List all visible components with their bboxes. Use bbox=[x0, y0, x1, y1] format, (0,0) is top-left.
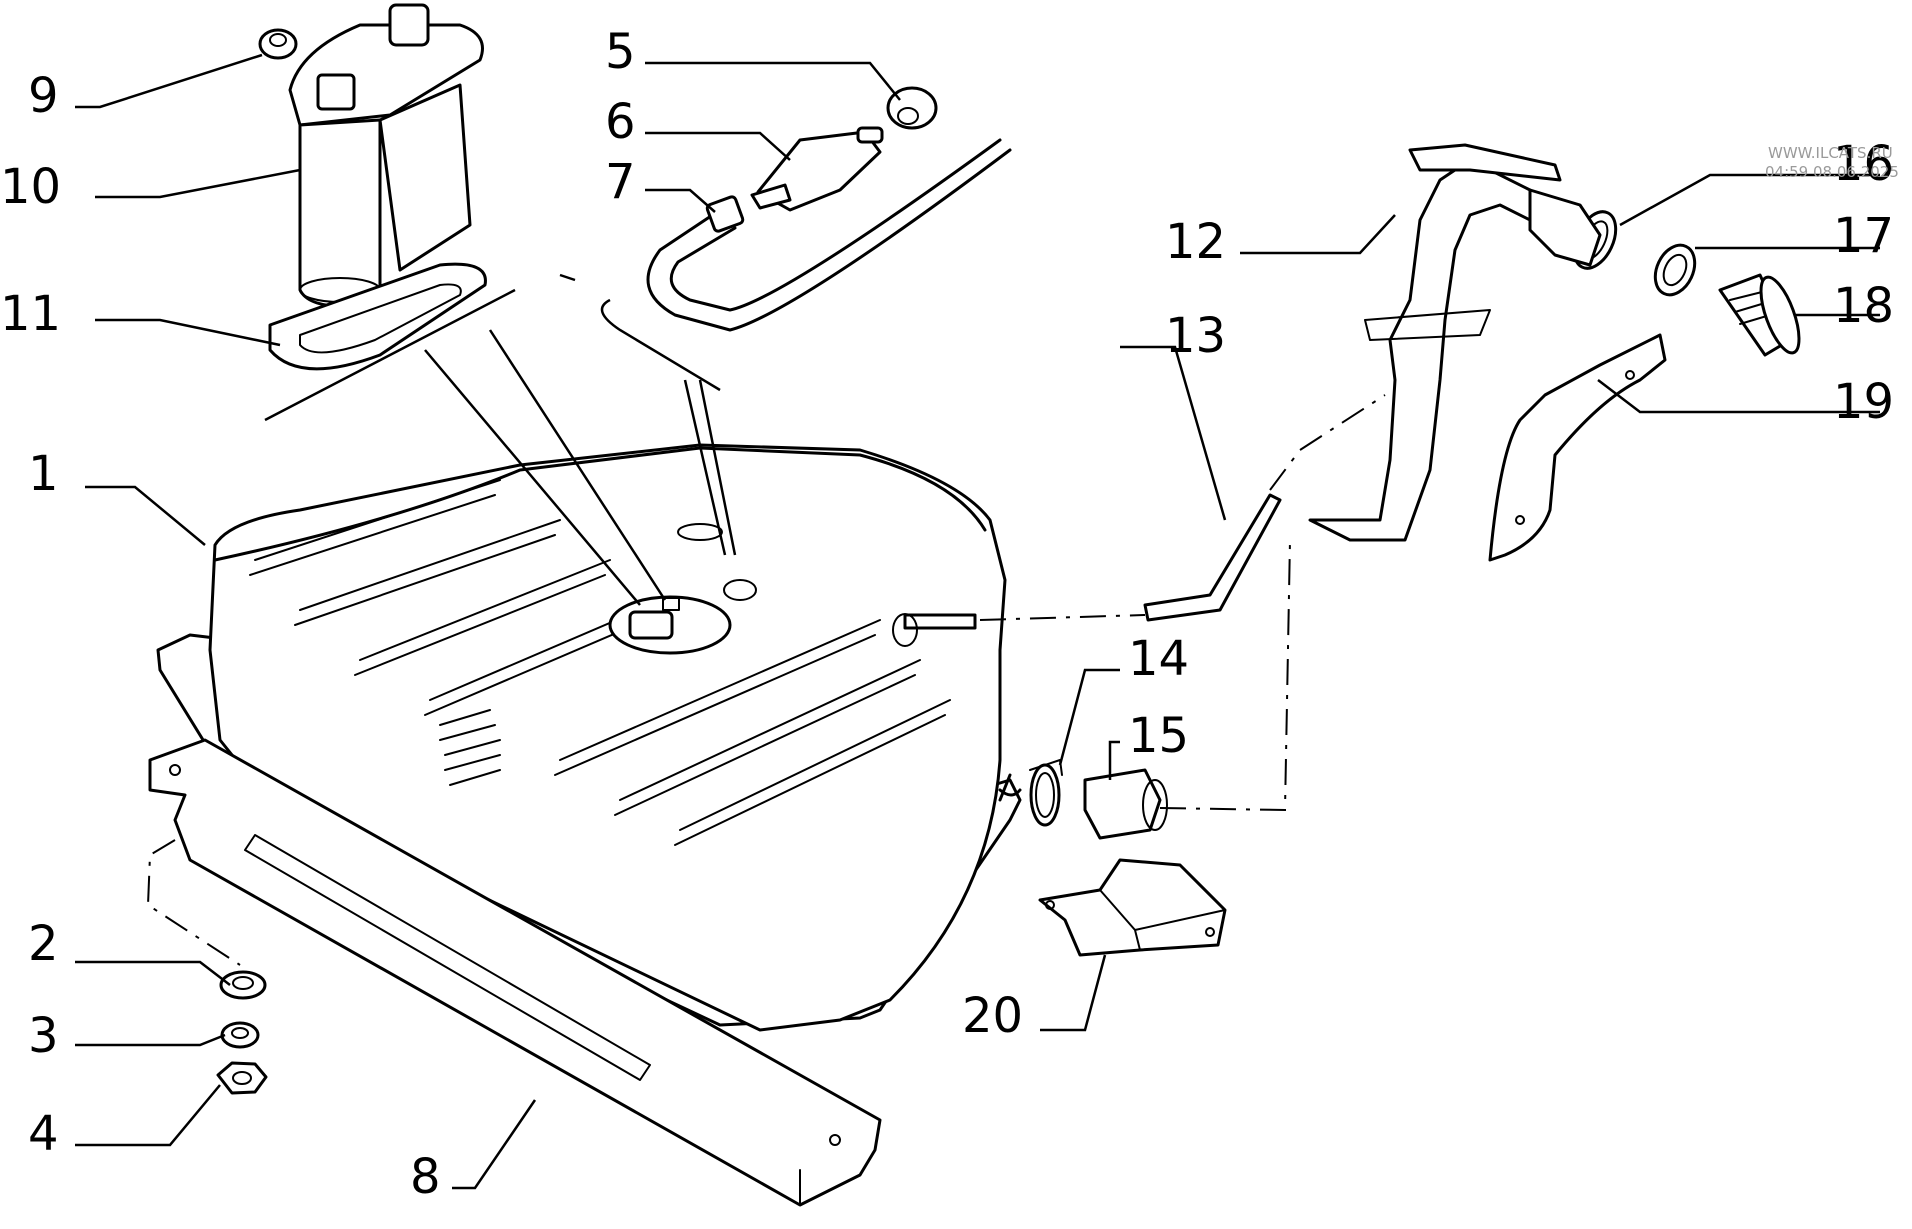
part-9-nut[interactable] bbox=[258, 28, 298, 60]
callout-11: 11 bbox=[0, 286, 61, 342]
part-14-clamp[interactable] bbox=[1029, 759, 1063, 827]
callout-8: 8 bbox=[410, 1149, 441, 1205]
part-5-grommet[interactable] bbox=[886, 86, 938, 130]
part-17-gasket-ring[interactable] bbox=[1648, 239, 1703, 301]
part-7-vent-hose[interactable] bbox=[646, 138, 1012, 332]
hose-guide-line bbox=[600, 298, 737, 556]
part-6-vent-valve[interactable] bbox=[750, 126, 884, 212]
filler-dashed-path bbox=[1159, 539, 1291, 812]
callout-5: 5 bbox=[605, 24, 636, 80]
callout-1: 1 bbox=[28, 446, 59, 502]
part-3-spring-washer[interactable] bbox=[220, 1021, 260, 1049]
callout-9: 9 bbox=[28, 68, 59, 124]
part-1-fuel-tank[interactable] bbox=[156, 443, 1022, 1032]
part-20-heat-shield[interactable] bbox=[1038, 858, 1227, 957]
pump-guide-line bbox=[264, 273, 667, 606]
callout-13: 13 bbox=[1165, 308, 1226, 364]
part-2-washer[interactable] bbox=[219, 970, 267, 1000]
callout-7: 7 bbox=[605, 154, 636, 210]
part-16-seal-ring[interactable] bbox=[1528, 188, 1624, 275]
leader-lines bbox=[75, 53, 1880, 1190]
part-8-strap[interactable] bbox=[148, 738, 882, 1207]
stud-axis-line bbox=[146, 839, 241, 966]
part-13-vent-tube[interactable] bbox=[1143, 493, 1282, 622]
callout-17: 17 bbox=[1833, 208, 1894, 264]
part-18-fuel-cap[interactable] bbox=[1718, 273, 1807, 358]
callout-15: 15 bbox=[1128, 708, 1189, 764]
callout-14: 14 bbox=[1128, 631, 1189, 687]
callout-19: 19 bbox=[1833, 374, 1894, 430]
callout-3: 3 bbox=[28, 1008, 59, 1064]
callout-18: 18 bbox=[1833, 278, 1894, 334]
callout-4: 4 bbox=[28, 1106, 59, 1162]
part-10-fuel-pump[interactable] bbox=[288, 3, 484, 308]
part-19-bracket[interactable] bbox=[1488, 333, 1667, 562]
vent-tube-dashed-path bbox=[979, 394, 1386, 621]
callout-6: 6 bbox=[605, 94, 636, 150]
watermark-site: WWW.ILCATS.RU bbox=[1768, 144, 1893, 162]
part-4-nut[interactable] bbox=[216, 1061, 268, 1095]
watermark-timestamp: 04:59 08.06.2025 bbox=[1765, 163, 1899, 181]
callout-20: 20 bbox=[962, 988, 1023, 1044]
callout-16: 16 bbox=[1833, 136, 1894, 192]
callout-12: 12 bbox=[1165, 214, 1226, 270]
part-15-sleeve[interactable] bbox=[1083, 768, 1168, 840]
callout-10: 10 bbox=[0, 159, 61, 215]
callout-2: 2 bbox=[28, 916, 59, 972]
part-11-gasket[interactable] bbox=[268, 262, 487, 371]
